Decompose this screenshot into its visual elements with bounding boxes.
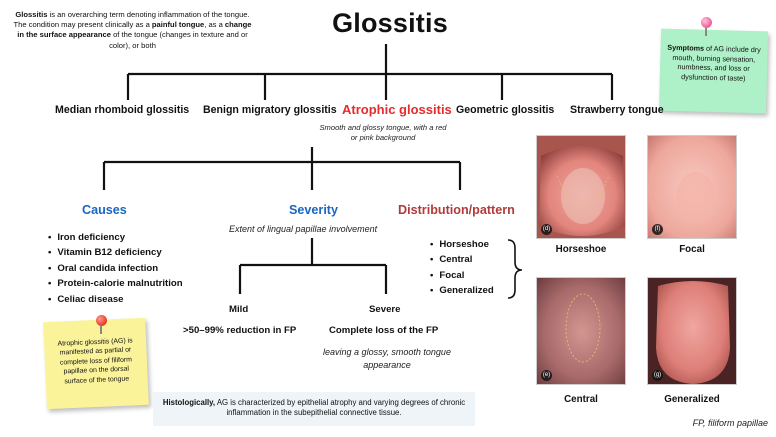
definition-text-1: is an overarching term denoting inflamma… — [13, 10, 250, 30]
list-item: Focal — [430, 268, 494, 283]
type-atrophic: Atrophic glossitis — [342, 102, 452, 117]
type-strawberry: Strawberry tongue — [570, 104, 664, 116]
tongue-photo-horseshoe: (d) — [536, 135, 626, 239]
atrophic-description: Smooth and glossy tongue, with a red or … — [319, 123, 447, 142]
photo-label-horseshoe: Horseshoe — [555, 244, 607, 255]
histology-text: AG is characterized by epithelial atroph… — [215, 398, 466, 418]
severity-mild: Mild — [229, 304, 249, 315]
severity-severe: Severe — [369, 304, 401, 315]
type-median-rhomboid: Median rhomboid glossitis — [55, 104, 190, 116]
distribution-heading: Distribution/pattern — [398, 203, 515, 217]
distribution-list: Horseshoe Central Focal Generalized — [430, 237, 494, 299]
tongue-photo-central: (e) — [536, 277, 626, 385]
causes-list: Iron deficiency Vitamin B12 deficiency O… — [48, 230, 183, 307]
tongue-photo-generalized: (g) — [647, 277, 737, 385]
photo-tag: (d) — [541, 224, 552, 235]
list-item: Protein-calorie malnutrition — [48, 276, 182, 291]
definition-term: Glossitis — [15, 10, 48, 19]
list-item: Celiac disease — [48, 292, 183, 307]
footnote: FP, filiform papillae — [692, 418, 768, 428]
pushpin-icon — [96, 315, 107, 334]
list-item: Horseshoe — [430, 237, 494, 252]
glossitis-definition: Glossitis is an overarching term denotin… — [10, 10, 255, 51]
symptoms-note-bold: Symptoms — [667, 42, 705, 53]
photo-label-generalized: Generalized — [664, 394, 720, 405]
pushpin-icon — [701, 17, 712, 36]
severity-heading: Severity — [289, 203, 339, 217]
definition-text-2: , as a — [204, 20, 225, 30]
list-item: Central — [430, 252, 494, 267]
histology-box: Histologically, AG is characterized by e… — [153, 392, 475, 426]
photo-tag: (g) — [652, 370, 663, 381]
severity-mild-desc: >50–99% reduction in FP — [183, 325, 297, 336]
definition-text-3: of the tongue (changes in texture and or… — [109, 30, 248, 50]
list-item: Vitamin B12 deficiency — [48, 245, 183, 260]
photo-tag: (f) — [652, 224, 663, 235]
page-title: Glossitis — [332, 8, 448, 38]
histology-bold: Histologically, — [162, 398, 216, 407]
symptoms-note: Symptoms of AG include dry mouth, burnin… — [658, 28, 769, 114]
type-geometric: Geometric glossitis — [456, 104, 555, 116]
photo-label-focal: Focal — [679, 244, 705, 255]
list-item: Generalized — [430, 283, 493, 298]
list-item: Iron deficiency — [48, 230, 183, 245]
type-benign-migratory: Benign migratory glossitis — [203, 104, 337, 116]
photo-tag: (e) — [541, 370, 552, 381]
severity-severe-desc: Complete loss of the FP — [329, 325, 439, 336]
list-item: Oral candida infection — [48, 261, 183, 276]
definition-painful: painful tongue — [151, 20, 205, 30]
photo-label-central: Central — [564, 394, 598, 405]
causes-heading: Causes — [82, 203, 127, 217]
severity-subtitle: Extent of lingual papillae involvement — [229, 224, 378, 234]
definition-surface: change in the surface appearance — [17, 20, 252, 40]
severity-severe-extra: leaving a glossy, smooth tongue appearan… — [323, 347, 451, 370]
tongue-photo-focal: (f) — [647, 135, 737, 239]
